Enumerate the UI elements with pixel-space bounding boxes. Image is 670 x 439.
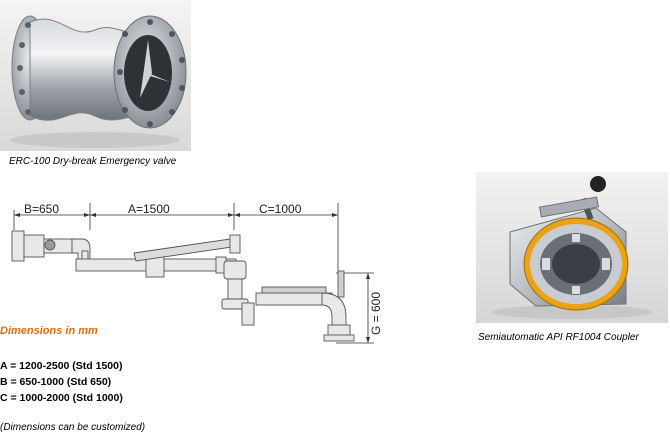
loading-arm-drawing: B=650 A=1500 C=1000 G = 600 [6,195,386,355]
dimension-c: C = 1000-2000 (Std 1000) [0,392,123,404]
coupler-caption: Semiautomatic API RF1004 Coupler [478,332,639,343]
dimension-a: A = 1200-2500 (Std 1500) [0,360,123,372]
valve-photo [0,0,191,151]
coupler-photo [476,172,668,323]
dim-label-c: C=1000 [259,202,302,216]
dimension-b: B = 650-1000 (Std 650) [0,376,112,388]
dimensions-note: (Dimensions can be customized) [0,422,146,433]
dim-label-a: A=1500 [128,202,170,216]
dim-label-b: B=650 [24,202,59,216]
valve-caption: ERC-100 Dry-break Emergency valve [9,156,177,167]
dim-label-g: G = 600 [369,292,383,335]
dimensions-heading: Dimensions in mm [0,325,98,337]
